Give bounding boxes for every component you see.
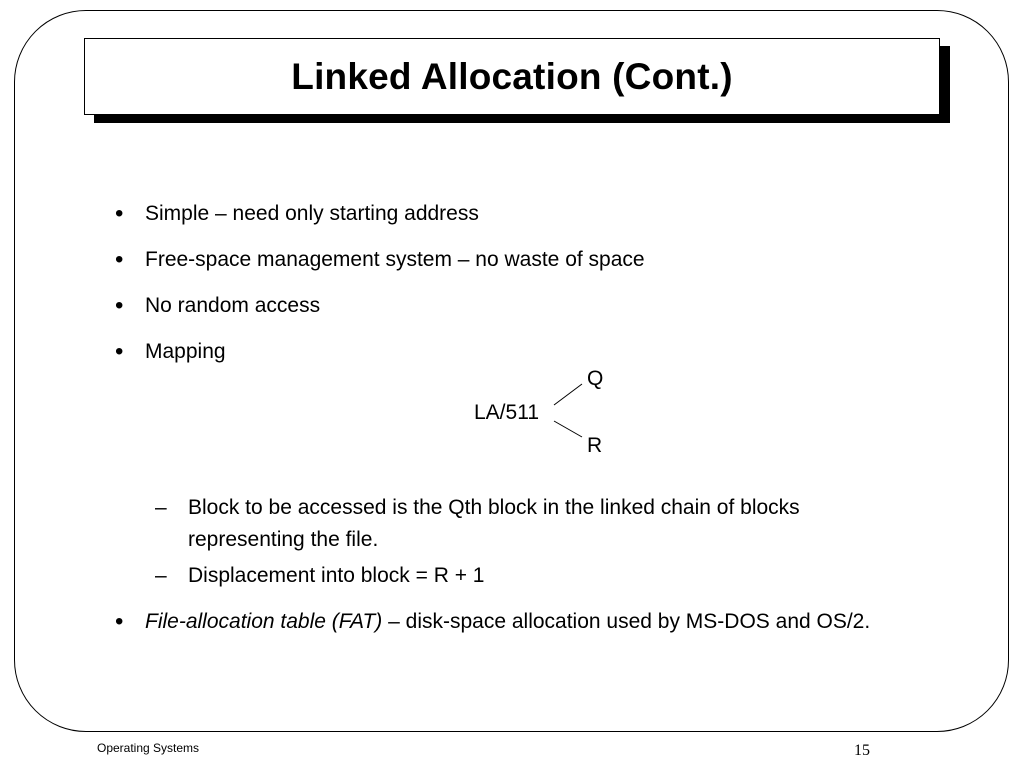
- mapping-quotient: Q: [587, 367, 604, 390]
- bullet-item: • Free-space management system – no wast…: [115, 244, 645, 276]
- bullet-text: No random access: [145, 294, 321, 317]
- fat-description: – disk-space allocation used by MS-DOS a…: [382, 610, 871, 633]
- sub-bullet-dash: –: [155, 496, 167, 519]
- bullet-text: Mapping: [145, 340, 226, 363]
- bullet-dot: •: [115, 292, 124, 319]
- bullet-dot: •: [115, 338, 124, 365]
- bullet-item-fat: • File-allocation table (FAT) – disk-spa…: [115, 606, 905, 638]
- bullet-item: • Mapping: [115, 336, 226, 368]
- bullet-dot: •: [115, 200, 124, 227]
- bullet-dot: •: [115, 608, 124, 635]
- sub-bullet-item: – Displacement into block = R + 1: [155, 560, 908, 592]
- quotient-line: [553, 383, 583, 406]
- mapping-diagram: LA/511 Q R: [470, 364, 630, 464]
- footer-course: Operating Systems: [97, 741, 200, 755]
- mapping-lines: [553, 383, 583, 438]
- slide-frame: [14, 10, 1009, 732]
- bullet-dot: •: [115, 246, 124, 273]
- bullet-text: Simple – need only starting address: [145, 202, 479, 225]
- footer-page-number: 15: [854, 742, 870, 759]
- sub-bullet-item: – Block to be accessed is the Qth block …: [155, 492, 908, 556]
- slide-title: Linked Allocation (Cont.): [291, 55, 733, 97]
- fat-term: File-allocation table (FAT): [145, 610, 383, 633]
- sub-bullet-text: Displacement into block = R + 1: [188, 564, 485, 587]
- bullet-item: • No random access: [115, 290, 320, 322]
- sub-bullet-text: Block to be accessed is the Qth block in…: [188, 496, 800, 551]
- bullet-item: • Simple – need only starting address: [115, 198, 479, 230]
- remainder-line: [553, 420, 583, 438]
- title-box: Linked Allocation (Cont.): [84, 38, 940, 115]
- sub-bullet-dash: –: [155, 564, 167, 587]
- mapping-dividend: LA/511: [474, 401, 539, 424]
- bullet-text: Free-space management system – no waste …: [145, 248, 645, 271]
- mapping-remainder: R: [587, 434, 603, 457]
